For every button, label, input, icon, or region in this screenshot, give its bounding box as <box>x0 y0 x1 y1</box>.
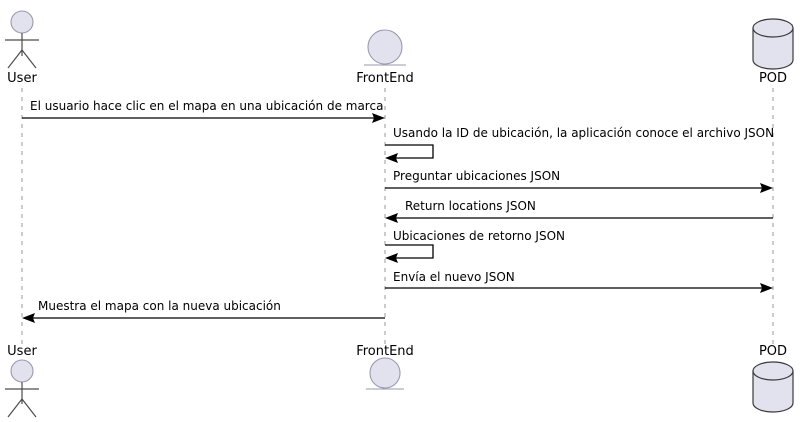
message-2-label: Usando la ID de ubicación, la aplicación… <box>393 126 774 140</box>
participant-label-frontend-top: FrontEnd <box>356 71 414 86</box>
participant-label-pod-top: POD <box>759 71 787 86</box>
lifelines-group <box>21 88 774 344</box>
actor-leg-right-icon-bottom <box>21 398 37 418</box>
participant-label-user-bottom: User <box>7 344 37 359</box>
message-7-arrowhead <box>22 313 35 323</box>
participant-label-user-top: User <box>7 71 37 86</box>
boundary-circle-icon-bottom <box>369 357 401 389</box>
participant-footer-user[interactable]: User <box>5 344 39 418</box>
boundary-circle-icon <box>367 29 403 65</box>
message-5[interactable]: Ubicaciones de retorno JSON <box>385 229 565 263</box>
actor-leg-right-icon <box>21 49 37 69</box>
message-4-label: Return locations JSON <box>405 199 536 213</box>
message-7[interactable]: Muestra el mapa con la nueva ubicación <box>22 299 385 323</box>
participant-label-pod-bottom: POD <box>759 344 787 359</box>
message-6-arrowhead <box>760 283 773 293</box>
message-7-label: Muestra el mapa con la nueva ubicación <box>38 299 281 313</box>
participant-label-frontend-bottom: FrontEnd <box>356 344 414 359</box>
participant-header-user[interactable]: User <box>5 10 39 86</box>
message-5-label: Ubicaciones de retorno JSON <box>393 229 565 243</box>
message-5-self-loop <box>385 244 434 259</box>
message-3[interactable]: Preguntar ubicaciones JSON <box>385 169 773 193</box>
message-5-arrowhead <box>385 253 398 263</box>
message-1[interactable]: El usuario hace clic en el mapa en una u… <box>22 99 385 123</box>
message-3-arrowhead <box>760 183 773 193</box>
actor-head-icon <box>10 10 34 34</box>
message-4-arrowhead <box>385 213 398 223</box>
database-body-icon-bottom <box>752 370 794 413</box>
actor-head-icon-bottom <box>10 359 34 383</box>
database-top-icon-bottom <box>752 361 794 381</box>
message-4[interactable]: Return locations JSON <box>385 199 773 223</box>
message-6[interactable]: Envía el nuevo JSON <box>385 270 773 293</box>
participant-header-frontend[interactable]: FrontEnd <box>356 29 414 86</box>
message-2-arrowhead <box>385 153 398 163</box>
message-2-self-loop <box>385 144 434 159</box>
message-1-arrowhead <box>372 113 385 123</box>
participant-footer-frontend[interactable]: FrontEnd <box>356 344 414 390</box>
message-1-label: El usuario hace clic en el mapa en una u… <box>30 99 383 113</box>
message-6-label: Envía el nuevo JSON <box>393 270 515 284</box>
actor-leg-left-icon-bottom <box>7 398 23 418</box>
message-3-label: Preguntar ubicaciones JSON <box>393 169 560 183</box>
participant-footer-pod[interactable]: POD <box>752 344 794 413</box>
actor-leg-left-icon <box>7 49 23 69</box>
participant-header-pod[interactable]: POD <box>752 18 794 86</box>
database-body-icon <box>752 27 794 70</box>
database-top-icon <box>752 18 794 38</box>
message-2[interactable]: Usando la ID de ubicación, la aplicación… <box>385 126 774 163</box>
